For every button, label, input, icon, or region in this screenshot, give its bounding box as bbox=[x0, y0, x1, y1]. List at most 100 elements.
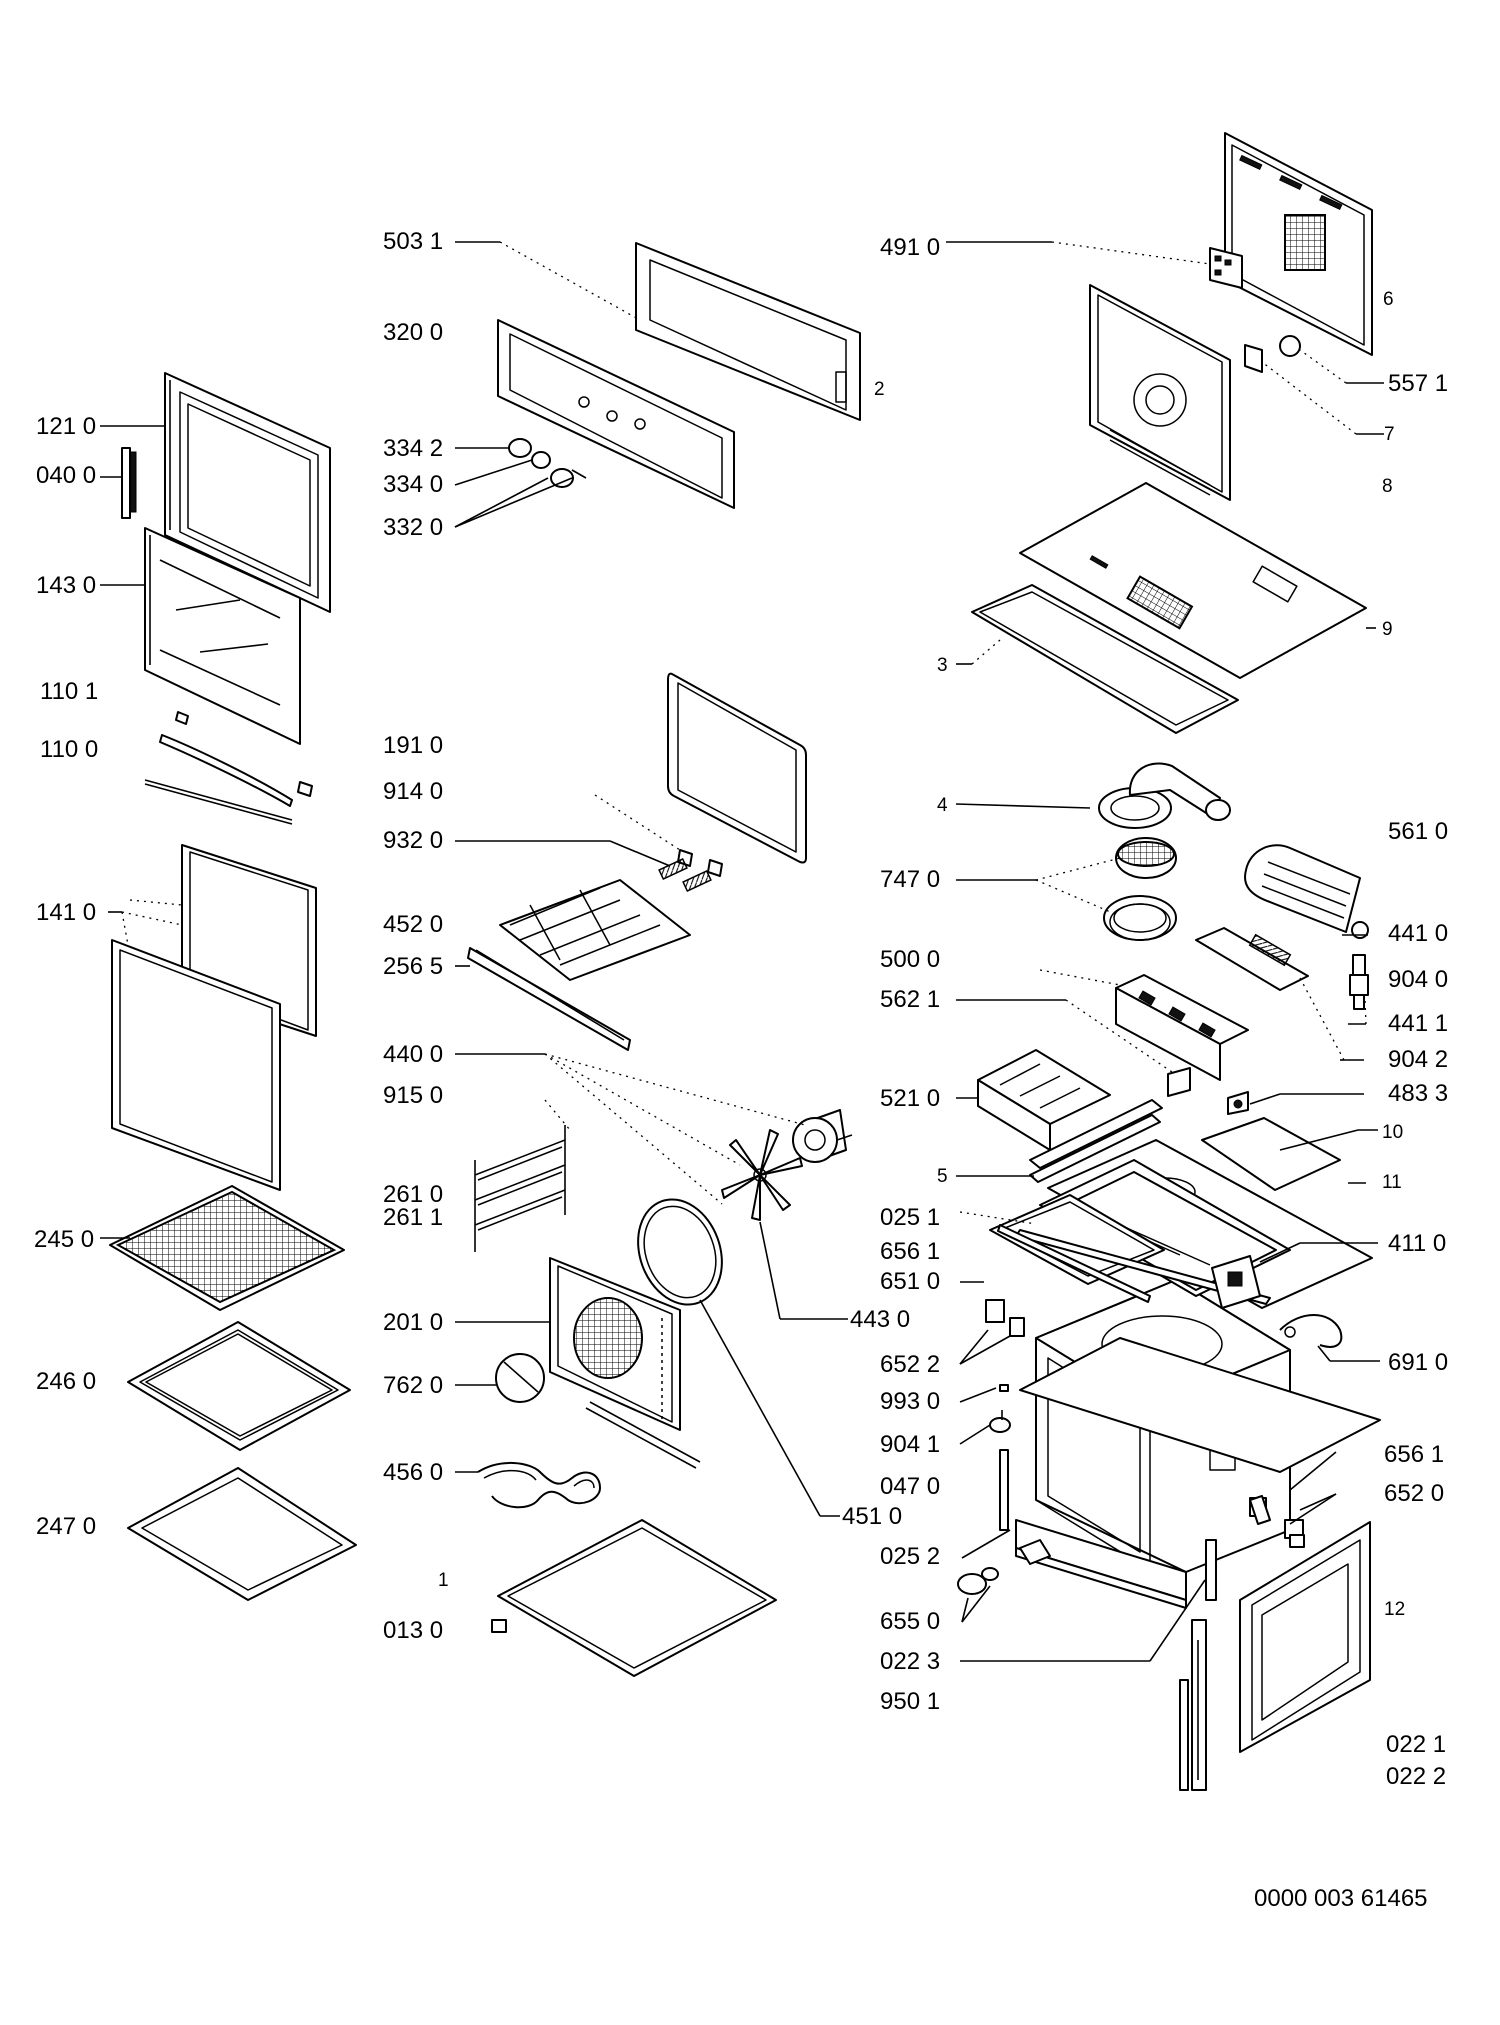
base-frame-part bbox=[997, 1224, 1271, 1305]
part-label-247-0: 247 0 bbox=[36, 1513, 97, 1540]
wiring-harness-part bbox=[1279, 1314, 1343, 1348]
part-label-914-0: 914 0 bbox=[383, 778, 444, 805]
outer-door-frame-part bbox=[164, 372, 331, 613]
part-label-022-1: 022 1 bbox=[1386, 1731, 1447, 1758]
part-label-904-0: 904 0 bbox=[1388, 966, 1449, 993]
part-label-320-0: 320 0 bbox=[383, 319, 444, 346]
part-label-656-1-a: 656 1 bbox=[880, 1238, 941, 1265]
part-label-201-0: 201 0 bbox=[383, 1309, 444, 1336]
leader-lines-right bbox=[946, 241, 1384, 1662]
part-label-245-0: 245 0 bbox=[34, 1226, 95, 1253]
part-label-483-3: 483 3 bbox=[1388, 1080, 1449, 1107]
part-label-452-0: 452 0 bbox=[383, 911, 444, 938]
part-label-411-0: 411 0 bbox=[1388, 1230, 1447, 1257]
fan-heating-ring-part bbox=[637, 1198, 723, 1306]
part-label-950-1: 950 1 bbox=[880, 1688, 941, 1715]
switch-parts bbox=[985, 1299, 1025, 1433]
part-label-121-0: 121 0 bbox=[36, 413, 97, 440]
part-label-143-0: 143 0 bbox=[36, 572, 97, 599]
part-label-332-0: 332 0 bbox=[383, 514, 444, 541]
programmer-module-part bbox=[977, 1049, 1111, 1151]
part-label-7: 7 bbox=[1384, 424, 1395, 445]
rear-panel-part bbox=[1224, 132, 1373, 356]
part-label-651-0: 651 0 bbox=[880, 1268, 941, 1295]
door-hinge-parts bbox=[144, 711, 313, 825]
lamp-glass-part bbox=[495, 1353, 545, 1403]
fan-motor-part bbox=[792, 1109, 853, 1163]
part-label-993-0: 993 0 bbox=[880, 1388, 941, 1415]
grill-support-part bbox=[499, 879, 691, 981]
part-label-040-0: 040 0 bbox=[36, 462, 97, 489]
part-label-025-1: 025 1 bbox=[880, 1204, 941, 1231]
part-label-246-0: 246 0 bbox=[36, 1368, 97, 1395]
part-label-022-2: 022 2 bbox=[1386, 1763, 1447, 1790]
part-label-747-0: 747 0 bbox=[880, 866, 941, 893]
part-label-451-0: 451 0 bbox=[842, 1503, 903, 1530]
part-label-762-0: 762 0 bbox=[383, 1372, 444, 1399]
door-hinge-part-b bbox=[957, 1539, 1051, 1595]
part-label-9: 9 bbox=[1382, 619, 1393, 640]
bottom-heating-element-part bbox=[477, 1401, 701, 1509]
part-label-441-0: 441 0 bbox=[1388, 920, 1449, 947]
part-label-440-0: 440 0 bbox=[383, 1041, 444, 1068]
part-label-443-0: 443 0 bbox=[850, 1306, 911, 1333]
part-label-656-1-b: 656 1 bbox=[1384, 1441, 1445, 1468]
cooling-fan-part bbox=[1244, 844, 1369, 939]
control-panel-front-part bbox=[497, 319, 735, 509]
part-label-503-1: 503 1 bbox=[383, 228, 444, 255]
part-label-047-0: 047 0 bbox=[880, 1473, 941, 1500]
bottom-plate-part bbox=[491, 1519, 777, 1677]
fan-cover-clips bbox=[658, 849, 723, 893]
fan-motor-bracket-part bbox=[1244, 335, 1301, 373]
terminal-block-part bbox=[1209, 247, 1243, 289]
side-trim-panel-part bbox=[1239, 1521, 1371, 1753]
hinge-rail-left-part bbox=[1179, 1539, 1217, 1791]
part-label-10: 10 bbox=[1382, 1122, 1404, 1143]
part-label-500-0: 500 0 bbox=[880, 946, 941, 973]
fan-seal-part bbox=[1103, 837, 1177, 941]
part-label-655-0: 655 0 bbox=[880, 1608, 941, 1635]
part-label-5: 5 bbox=[937, 1166, 948, 1187]
part-label-441-1: 441 1 bbox=[1388, 1010, 1449, 1037]
baking-tray-part bbox=[127, 1321, 351, 1451]
part-label-932-0: 932 0 bbox=[383, 827, 444, 854]
part-label-562-1: 562 1 bbox=[880, 986, 941, 1013]
part-label-456-0: 456 0 bbox=[383, 1459, 444, 1486]
part-label-4: 4 bbox=[937, 795, 948, 816]
top-cover-part bbox=[1019, 482, 1367, 679]
thermostat-part bbox=[1167, 1067, 1249, 1115]
part-label-557-1: 557 1 bbox=[1388, 370, 1449, 397]
fan-capacitor-part bbox=[1349, 954, 1369, 1010]
fan-duct-part bbox=[1098, 762, 1231, 829]
base-housing-part bbox=[1039, 1159, 1291, 1297]
door-handle-part bbox=[121, 447, 137, 519]
part-label-11: 11 bbox=[1382, 1172, 1402, 1193]
insulation-sheet-part bbox=[971, 584, 1239, 734]
part-label-191-0: 191 0 bbox=[383, 732, 444, 759]
control-panel-rear-part bbox=[635, 242, 861, 421]
fan-mount-plate-part bbox=[1195, 927, 1309, 991]
part-label-141-0: 141 0 bbox=[36, 899, 97, 926]
inner-door-panel-part bbox=[111, 844, 317, 1191]
part-label-261-0: 261 0 bbox=[383, 1181, 444, 1208]
door-glass-part bbox=[144, 527, 301, 745]
part-label-652-0: 652 0 bbox=[1384, 1480, 1445, 1507]
part-label-491-0: 491 0 bbox=[880, 234, 941, 261]
part-label-915-0: 915 0 bbox=[383, 1082, 444, 1109]
part-label-110-1: 110 1 bbox=[40, 678, 99, 705]
side-rail-part bbox=[467, 947, 631, 1051]
reference-code: 0000 003 61465 bbox=[1254, 1885, 1428, 1912]
part-label-561-0: 561 0 bbox=[1388, 818, 1449, 845]
part-label-691-0: 691 0 bbox=[1388, 1349, 1449, 1376]
oven-rack-part bbox=[109, 1185, 345, 1311]
door-seal-switches-part bbox=[1249, 1495, 1271, 1525]
rear-inner-panel-part bbox=[1089, 284, 1231, 501]
rear-fan-cover-part bbox=[549, 1257, 681, 1431]
part-label-013-0: 013 0 bbox=[383, 1617, 444, 1644]
shelf-support-rails-part bbox=[474, 1125, 566, 1252]
part-label-652-2: 652 2 bbox=[880, 1351, 941, 1378]
deep-tray-part bbox=[127, 1467, 357, 1601]
part-label-110-0: 110 0 bbox=[40, 736, 99, 763]
part-label-2: 2 bbox=[874, 379, 885, 400]
